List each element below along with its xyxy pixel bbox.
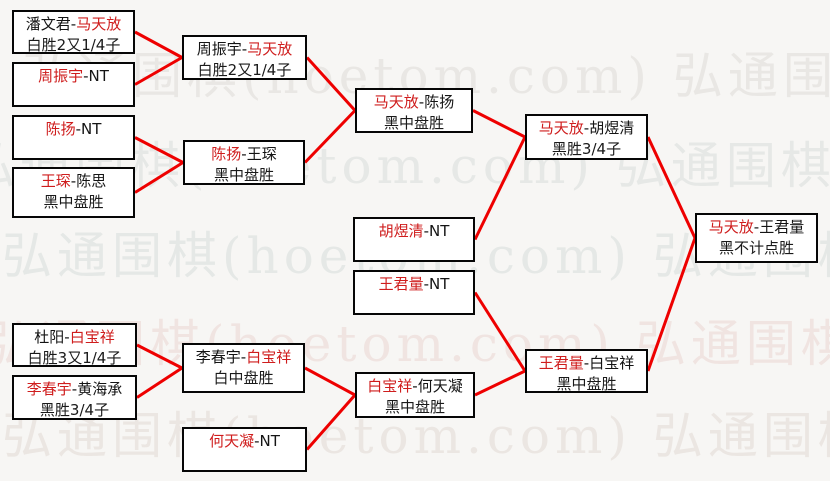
match-players: 李春宇-白宝祥 bbox=[195, 348, 292, 366]
player-name: 王君量 bbox=[759, 218, 805, 236]
connector-line bbox=[473, 291, 527, 372]
player-name: 陈扬 bbox=[424, 93, 455, 111]
match-players: 杜阳-白宝祥 bbox=[34, 328, 115, 346]
player-name: 胡煜清 bbox=[589, 119, 635, 137]
match-box-q3: 李春宇-白宝祥白中盘胜 bbox=[182, 343, 305, 393]
match-players: 王君量-NT bbox=[378, 275, 450, 293]
player-name: NT bbox=[429, 222, 450, 240]
player-name: 胡煜清 bbox=[378, 222, 424, 240]
match-box-q1: 周振宇-马天放白胜2又1/4子 bbox=[182, 35, 307, 80]
match-result: 黑胜3/4子 bbox=[39, 401, 110, 419]
player-name: NT bbox=[429, 275, 450, 293]
connector-line bbox=[646, 136, 697, 239]
player-name: 陈扬 bbox=[45, 120, 76, 138]
player-name: 陈扬 bbox=[211, 145, 242, 163]
player-name: 王君量 bbox=[378, 275, 424, 293]
match-box-f1: 马天放-胡煜清黑胜3/4子 bbox=[525, 114, 648, 160]
connector-line bbox=[303, 109, 357, 164]
player-name: 白宝祥 bbox=[367, 377, 413, 395]
connector-line bbox=[473, 136, 527, 241]
player-name: 王琛 bbox=[246, 145, 277, 163]
player-name: 周振宇 bbox=[196, 40, 242, 58]
connector-line bbox=[134, 136, 184, 164]
watermark-text: 弘通围棋(hoetom.com) 弘通围棋(hoetom.com) bbox=[0, 137, 830, 195]
match-result: 黑中盘胜 bbox=[383, 114, 444, 132]
player-name: 马天放 bbox=[373, 93, 419, 111]
match-box-m1: 潘文君-马天放白胜2又1/4子 bbox=[12, 10, 135, 54]
match-box-m6: 李春宇-黄海承黑胜3/4子 bbox=[12, 375, 137, 420]
match-box-s1: 马天放-陈扬黑中盘胜 bbox=[355, 88, 473, 133]
match-players: 马天放-陈扬 bbox=[373, 93, 455, 111]
match-box-q2: 陈扬-王琛黑中盘胜 bbox=[183, 140, 305, 185]
player-name: 何天凝 bbox=[209, 432, 255, 450]
match-box-e2: 王君量-NT bbox=[353, 270, 475, 315]
match-players: 潘文君-马天放 bbox=[25, 15, 122, 33]
match-result: 白胜2又1/4子 bbox=[26, 36, 121, 54]
match-players: 李春宇-黄海承 bbox=[26, 380, 123, 398]
match-box-s2: 白宝祥-何天凝黑中盘胜 bbox=[355, 372, 475, 418]
player-name: 潘文君 bbox=[25, 15, 71, 33]
match-box-m3: 陈扬-NT bbox=[12, 115, 135, 160]
player-name: 白宝祥 bbox=[246, 348, 292, 366]
player-name: 王琛 bbox=[40, 172, 71, 190]
player-name: 马天放 bbox=[247, 40, 293, 58]
connector-line bbox=[305, 56, 357, 112]
match-result: 白胜3又1/4子 bbox=[27, 349, 122, 367]
match-result: 白胜2又1/4子 bbox=[197, 61, 292, 79]
player-name: 白宝祥 bbox=[589, 354, 635, 372]
match-players: 王琛-陈思 bbox=[40, 172, 107, 190]
player-name: 白宝祥 bbox=[69, 328, 115, 346]
player-name: 李春宇 bbox=[195, 348, 241, 366]
connector-line bbox=[134, 161, 184, 194]
match-box-e1: 胡煜清-NT bbox=[353, 217, 475, 262]
match-players: 胡煜清-NT bbox=[378, 222, 450, 240]
match-result: 黑不计点胜 bbox=[718, 239, 794, 257]
match-players: 马天放-胡煜清 bbox=[538, 119, 635, 137]
player-name: 马天放 bbox=[76, 15, 122, 33]
match-players: 陈扬-NT bbox=[45, 120, 102, 138]
match-box-f2: 王君量-白宝祥黑中盘胜 bbox=[525, 349, 648, 393]
connector-line bbox=[474, 369, 526, 397]
match-result: 黑中盘胜 bbox=[384, 398, 445, 416]
connector-line bbox=[134, 56, 183, 86]
connector-line bbox=[305, 394, 357, 451]
player-name: 李春宇 bbox=[26, 380, 72, 398]
match-result: 黑中盘胜 bbox=[556, 375, 617, 393]
player-name: 王君量 bbox=[538, 354, 584, 372]
connector-line bbox=[304, 366, 356, 397]
connector-line bbox=[136, 343, 183, 370]
player-name: 杜阳 bbox=[34, 328, 65, 346]
player-name: 马天放 bbox=[708, 218, 754, 236]
player-name: 周振宇 bbox=[38, 67, 84, 85]
connector-line bbox=[134, 30, 183, 59]
player-name: NT bbox=[88, 67, 109, 85]
match-players: 白宝祥-何天凝 bbox=[367, 377, 463, 395]
match-box-m2: 周振宇-NT bbox=[12, 62, 135, 107]
player-name: 陈思 bbox=[76, 172, 107, 190]
match-result: 黑中盘胜 bbox=[213, 166, 274, 184]
match-players: 马天放-王君量 bbox=[708, 218, 805, 236]
player-name: 马天放 bbox=[538, 119, 584, 137]
match-box-q4: 何天凝-NT bbox=[182, 427, 307, 472]
match-result: 黑中盘胜 bbox=[43, 193, 104, 211]
match-players: 周振宇-NT bbox=[38, 67, 109, 85]
match-players: 何天凝-NT bbox=[209, 432, 280, 450]
match-players: 陈扬-王琛 bbox=[211, 145, 277, 163]
match-result: 白中盘胜 bbox=[213, 369, 274, 387]
match-box-m4: 王琛-陈思黑中盘胜 bbox=[12, 167, 135, 218]
match-box-final: 马天放-王君量黑不计点胜 bbox=[695, 213, 818, 263]
connector-line bbox=[646, 237, 697, 372]
player-name: 黄海承 bbox=[77, 380, 123, 398]
connector-line bbox=[472, 109, 526, 139]
player-name: NT bbox=[81, 120, 102, 138]
match-result: 黑胜3/4子 bbox=[551, 140, 622, 158]
player-name: 何天凝 bbox=[417, 377, 463, 395]
match-box-m5: 杜阳-白宝祥白胜3又1/4子 bbox=[12, 323, 137, 367]
match-players: 王君量-白宝祥 bbox=[538, 354, 635, 372]
match-players: 周振宇-马天放 bbox=[196, 40, 293, 58]
connector-line bbox=[136, 366, 183, 399]
player-name: NT bbox=[259, 432, 280, 450]
